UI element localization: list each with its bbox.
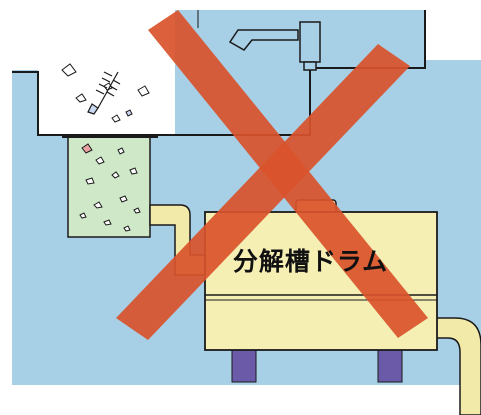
- faucet-icon: [228, 21, 321, 71]
- outlet-pipe: [435, 317, 481, 415]
- food-scraps: [79, 143, 141, 232]
- drum-label: 分解槽ドラム: [232, 247, 389, 276]
- cross-mark-icon: [116, 10, 428, 340]
- falling-scraps: [61, 63, 150, 123]
- floor: [0, 385, 481, 415]
- left-margin: [0, 0, 12, 385]
- fish-bone-icon: [87, 71, 121, 115]
- counter-cabinet: [12, 0, 481, 135]
- drum-leg-right: [377, 349, 403, 383]
- drum-leg-left: [231, 349, 257, 383]
